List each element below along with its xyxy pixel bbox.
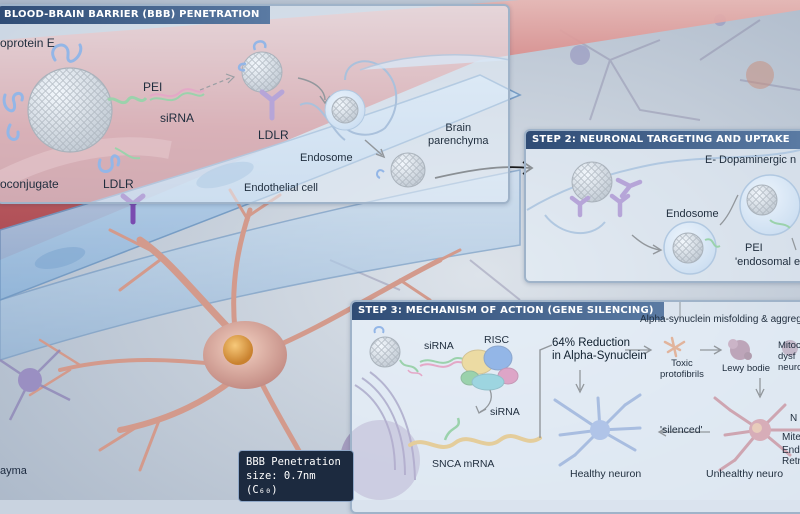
- brain-parenchyma-label: Brain parenchyma: [428, 122, 489, 147]
- endosomal-escape-label: 'endosomal esc: [735, 256, 800, 268]
- sirna-label-mid: siRNA: [490, 406, 520, 418]
- risc-label: RISC: [484, 334, 510, 346]
- step1-panel: BLOOD-BRAIN BARRIER (BBB) PENETRATION: [0, 4, 510, 204]
- apoprotein-e-label: oprotein E: [0, 36, 55, 50]
- pei-label-step2: PEI: [745, 242, 763, 254]
- snca-mrna-label: SNCA mRNA: [432, 458, 495, 470]
- step3-title: STEP 3: MECHANISM OF ACTION (GENE SILENC…: [352, 302, 664, 320]
- bbb-info-line1: BBB Penetration: [246, 456, 341, 468]
- bbb-info-line2: size: 0.7nm (C₆₀): [246, 470, 316, 496]
- healthy-neuron-label: Healthy neuron: [570, 468, 642, 480]
- ldlr-upper-label: LDLR: [258, 128, 289, 142]
- corner-parenchyma-label: ayma: [0, 465, 27, 477]
- ldlr-lower-label: LDLR: [103, 177, 134, 191]
- endothelial-cell-label: Endothelial cell: [244, 182, 318, 194]
- endosome-label-step1: Endosome: [300, 152, 353, 164]
- bbb-info-box: BBB Penetration size: 0.7nm (C₆₀): [238, 450, 354, 502]
- step2-title: STEP 2: NEURONAL TARGETING AND UPTAKE: [526, 131, 800, 149]
- sirna-label-top: siRNA: [424, 340, 454, 352]
- lewy-bodies-label: Lewy bodie: [722, 363, 771, 374]
- silenced-label: 'silenced': [660, 424, 703, 436]
- step2-panel: STEP 2: NEURONAL TARGETING AND UPTAKE: [524, 129, 800, 283]
- unhealthy-neuron-label: Unhealthy neuro: [706, 468, 784, 480]
- mitochondrial-dysfunction-label: Mitoc dysf neuro: [778, 340, 800, 373]
- end-retr-label: End Retr: [782, 445, 800, 467]
- pei-label: PEI: [143, 80, 163, 94]
- bioconjugate-label: oconjugate: [0, 177, 59, 191]
- sirna-label-step1: siRNA: [160, 111, 195, 125]
- toxic-protofibrils-label: Toxic protofibrils: [660, 358, 704, 380]
- n-label: N: [790, 413, 798, 424]
- dopaminergic-label: E- Dopaminergic n: [705, 154, 797, 166]
- misfolding-label: Alpha-synuclein misfolding & aggrega: [640, 314, 800, 325]
- mite-label: Mite: [782, 432, 800, 443]
- reduction-label: 64% Reduction in Alpha-Synuclein: [552, 337, 647, 362]
- step1-title: BLOOD-BRAIN BARRIER (BBB) PENETRATION: [0, 6, 270, 24]
- step3-panel: STEP 3: MECHANISM OF ACTION (GENE SILENC…: [350, 300, 800, 514]
- endosome-label-step2: Endosome: [666, 208, 719, 220]
